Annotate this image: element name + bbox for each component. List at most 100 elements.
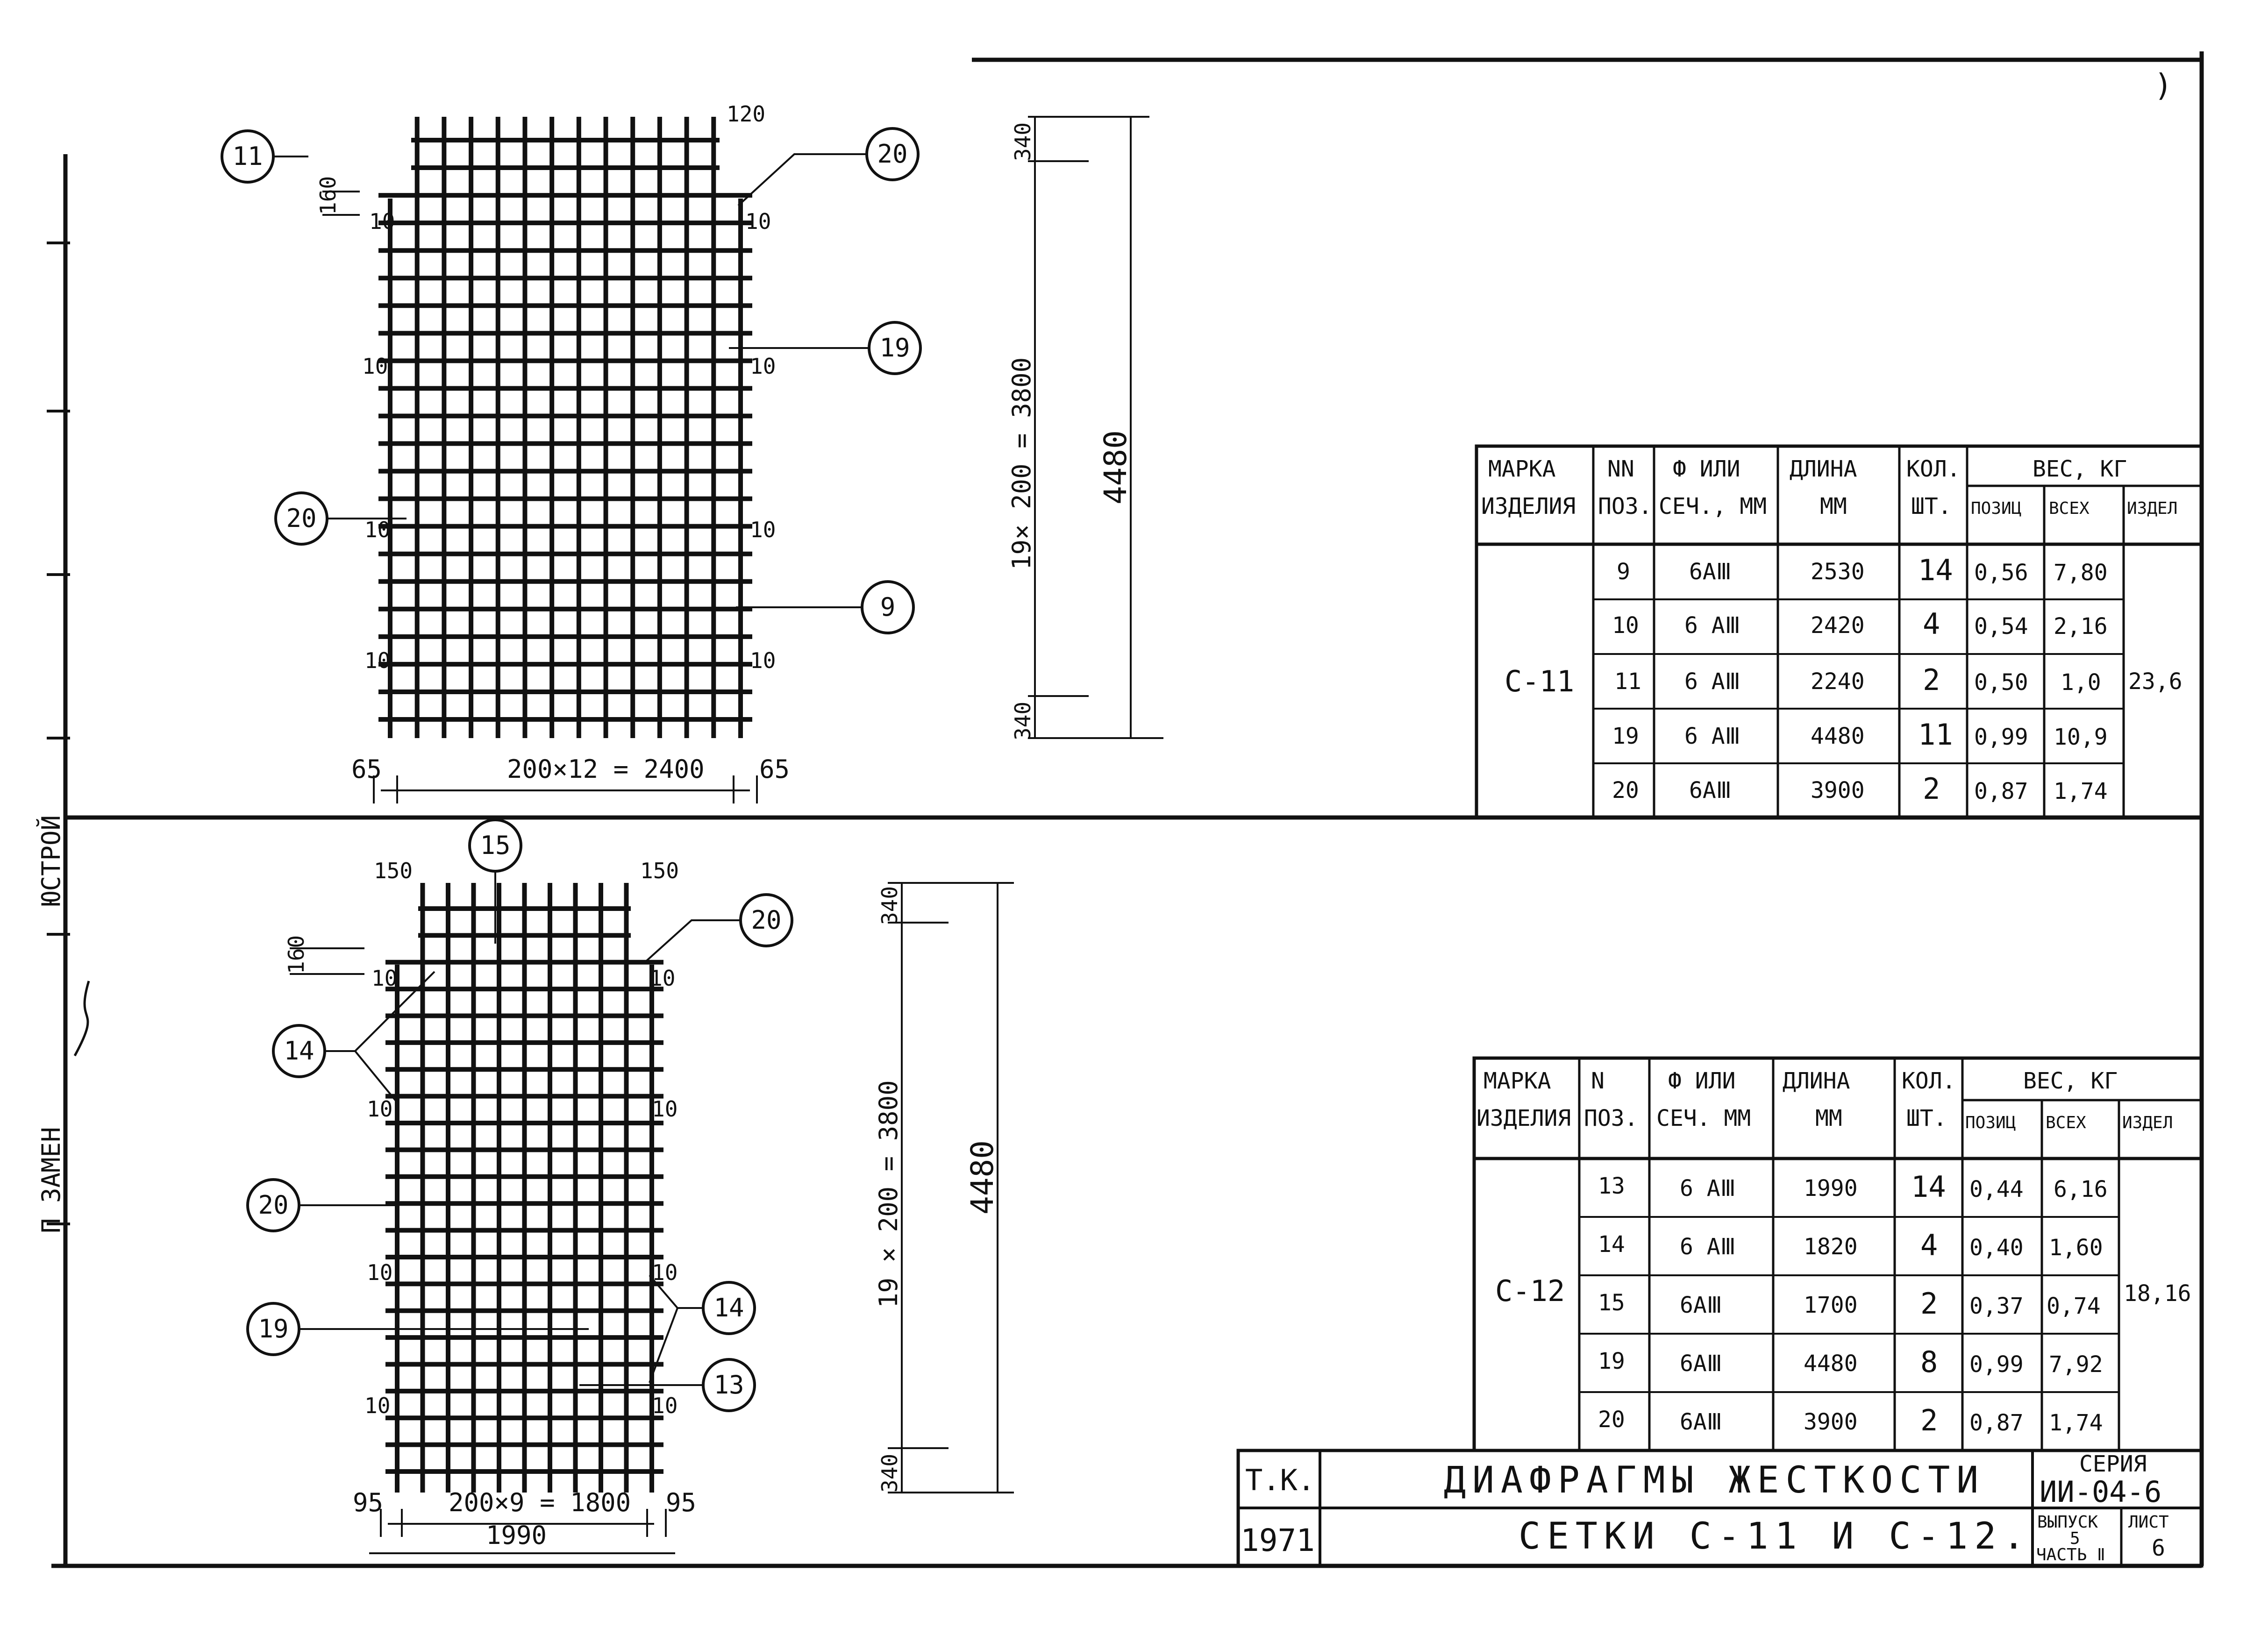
t2-r2-qty: 2 xyxy=(1920,1287,1938,1321)
dim-c11-spacing: 160 xyxy=(315,176,341,215)
t2-h-wall: ВСЕХ xyxy=(2046,1113,2086,1132)
t1-r0-dia: 6АⅢ xyxy=(1689,559,1732,585)
table-c11-body: С-11 23,6 9 6АⅢ 2530 14 0,56 7,80 10 6 А… xyxy=(1505,553,2182,806)
t1-row: 10 6 АⅢ 2420 4 0,54 2,16 xyxy=(1612,607,2108,641)
callout-c12-19: 19 xyxy=(246,1302,589,1356)
t1-r3-wall: 10,9 xyxy=(2054,724,2108,750)
t2-r4-len: 3900 xyxy=(1804,1409,1858,1435)
t1-h-len2: ММ xyxy=(1820,493,1847,519)
callout-c11-20-mid-label: 20 xyxy=(286,504,316,533)
t2-row: 13 6 АⅢ 1990 14 0,44 6,16 xyxy=(1598,1170,2108,1204)
t2-r0-qty: 14 xyxy=(1911,1170,1946,1204)
t2-row: 20 6АⅢ 3900 2 0,87 1,74 xyxy=(1598,1403,2103,1437)
t2-r2-wall: 0,74 xyxy=(2047,1293,2101,1319)
title-main: ДИАФРАГМЫ ЖЕСТКОСТИ xyxy=(1444,1459,1985,1501)
callout-c11-19-label: 19 xyxy=(879,333,910,363)
t2-r1-dia: 6 АⅢ xyxy=(1680,1234,1736,1260)
t2-r4-dia: 6АⅢ xyxy=(1680,1409,1722,1435)
t2-r0-len: 1990 xyxy=(1804,1175,1858,1201)
callout-c12-14-left-label: 14 xyxy=(284,1036,314,1066)
t1-r2-wall: 1,0 xyxy=(2061,669,2101,696)
t1-r2-wpos: 0,50 xyxy=(1974,669,2028,696)
t2-r3-len: 4480 xyxy=(1804,1351,1858,1377)
t1-h-weight: ВЕС, КГ xyxy=(2033,456,2127,482)
t2-r3-wpos: 0,99 xyxy=(1969,1351,2024,1378)
dim-c11-ten-7: 10 xyxy=(364,648,390,673)
t2-r1-qty: 4 xyxy=(1920,1228,1938,1262)
dim-c11-bottom: 200×12 = 2400 xyxy=(507,754,705,784)
mesh-c11: 120 160 10 10 10 10 10 10 10 10 65 200×1… xyxy=(221,101,1163,803)
t2-h-qty2: ШТ. xyxy=(1906,1105,1947,1131)
t2-r1-pos: 14 xyxy=(1598,1231,1625,1258)
t2-r1-wpos: 0,40 xyxy=(1969,1235,2024,1261)
t1-r2-dia: 6 АⅢ xyxy=(1684,668,1740,695)
margin-text-upper: ЮСТРОЙ xyxy=(36,815,66,906)
sheet-frame xyxy=(47,51,2204,1568)
t1-mark: С-11 xyxy=(1505,664,1574,698)
callout-c12-14-right: 14 xyxy=(649,1274,756,1383)
dim-c11-ten-6: 10 xyxy=(750,517,776,542)
dim-c12-side-rows: 19 × 200 = 3800 xyxy=(874,1080,903,1308)
title-sheet-value: 6 xyxy=(2152,1535,2165,1561)
title-year: 1971 xyxy=(1241,1522,1315,1558)
dim-c12-bottom-left: 95 xyxy=(353,1488,383,1517)
callout-c12-15-label: 15 xyxy=(480,831,510,860)
callout-c12-20-top-label: 20 xyxy=(751,905,781,935)
mesh-c12-dimension-lines xyxy=(290,882,1014,1554)
t1-r3-qty: 11 xyxy=(1918,718,1953,752)
t1-r1-pos: 10 xyxy=(1612,612,1639,639)
dim-c11-ten-2: 10 xyxy=(745,209,771,234)
t2-h-mark2: ИЗДЕЛИЯ xyxy=(1476,1105,1571,1131)
mesh-c12: 150 150 160 10 10 10 10 10 10 10 10 95 2… xyxy=(246,818,1014,1554)
t2-r2-dia: 6АⅢ xyxy=(1680,1292,1722,1318)
dim-c12-top-left: 150 xyxy=(374,858,413,883)
t2-r4-pos: 20 xyxy=(1598,1407,1625,1433)
dim-c11-ten-3: 10 xyxy=(362,354,388,379)
t1-r3-pos: 19 xyxy=(1612,723,1639,749)
dim-c12-bottom-right: 95 xyxy=(666,1488,696,1517)
t2-r2-len: 1700 xyxy=(1804,1292,1858,1318)
t2-total: 18,16 xyxy=(2124,1280,2191,1307)
t1-row: 19 6 АⅢ 4480 11 0,99 10,9 xyxy=(1612,718,2108,752)
table-c11-headers: МАРКА ИЗДЕЛИЯ NN ПОЗ. Ф ИЛИ СЕЧ., ММ ДЛИ… xyxy=(1481,456,2177,519)
title-issue-label: ВЫПУСК xyxy=(2037,1513,2098,1532)
t1-r0-wall: 7,80 xyxy=(2054,560,2108,586)
dim-c11-bottom-left: 65 xyxy=(351,754,382,784)
t2-r2-wpos: 0,37 xyxy=(1969,1293,2024,1319)
dim-c12-ten-2: 10 xyxy=(649,966,675,991)
t2-r1-wall: 1,60 xyxy=(2049,1235,2103,1261)
t1-h-wall: ВСЕХ xyxy=(2049,499,2090,518)
callout-c11-20-top: 20 xyxy=(737,127,920,206)
margin-text-lower: П ЗАМЕН xyxy=(36,1127,66,1233)
dim-c12-ten-8: 10 xyxy=(652,1393,678,1418)
t2-h-dia2: СЕЧ. ММ xyxy=(1656,1105,1751,1131)
t1-h-pos1: NN xyxy=(1607,456,1634,482)
t2-h-wpos: ПОЗИЦ xyxy=(1965,1113,2016,1132)
dim-c12-ten-3: 10 xyxy=(367,1096,392,1122)
dim-c12-top-right: 150 xyxy=(640,858,679,883)
t2-r3-pos: 19 xyxy=(1598,1348,1625,1374)
callout-c11-9: 9 xyxy=(736,580,915,634)
t1-h-qty1: КОЛ. xyxy=(1906,456,1961,482)
t2-r4-wall: 1,74 xyxy=(2049,1410,2103,1436)
callout-c12-20-top: 20 xyxy=(644,893,793,963)
t2-h-qty1: КОЛ. xyxy=(1902,1068,1956,1094)
callout-c11-20-top-label: 20 xyxy=(877,139,907,169)
t2-h-len2: ММ xyxy=(1815,1105,1842,1131)
t1-r4-wall: 1,74 xyxy=(2054,778,2108,804)
dim-c11-ten-4: 10 xyxy=(750,354,776,379)
dim-c11-side-total: 4480 xyxy=(1098,430,1134,505)
title-block xyxy=(1236,1449,2204,1568)
callout-c11-9-label: 9 xyxy=(880,592,896,622)
dim-c12-ten-4: 10 xyxy=(652,1096,678,1122)
t1-r3-len: 4480 xyxy=(1811,723,1865,749)
t2-mark: С-12 xyxy=(1495,1274,1565,1308)
t1-row: 9 6АⅢ 2530 14 0,56 7,80 xyxy=(1617,553,2108,587)
t1-r2-len: 2240 xyxy=(1811,668,1865,695)
mesh-c11-dimension-lines xyxy=(322,116,1163,803)
dim-c12-ten-5: 10 xyxy=(367,1260,392,1285)
callout-c12-20-mid: 20 xyxy=(246,1178,397,1232)
t1-r4-wpos: 0,87 xyxy=(1974,778,2028,804)
t2-row: 15 6АⅢ 1700 2 0,37 0,74 xyxy=(1598,1287,2101,1321)
t2-r2-pos: 15 xyxy=(1598,1290,1625,1316)
